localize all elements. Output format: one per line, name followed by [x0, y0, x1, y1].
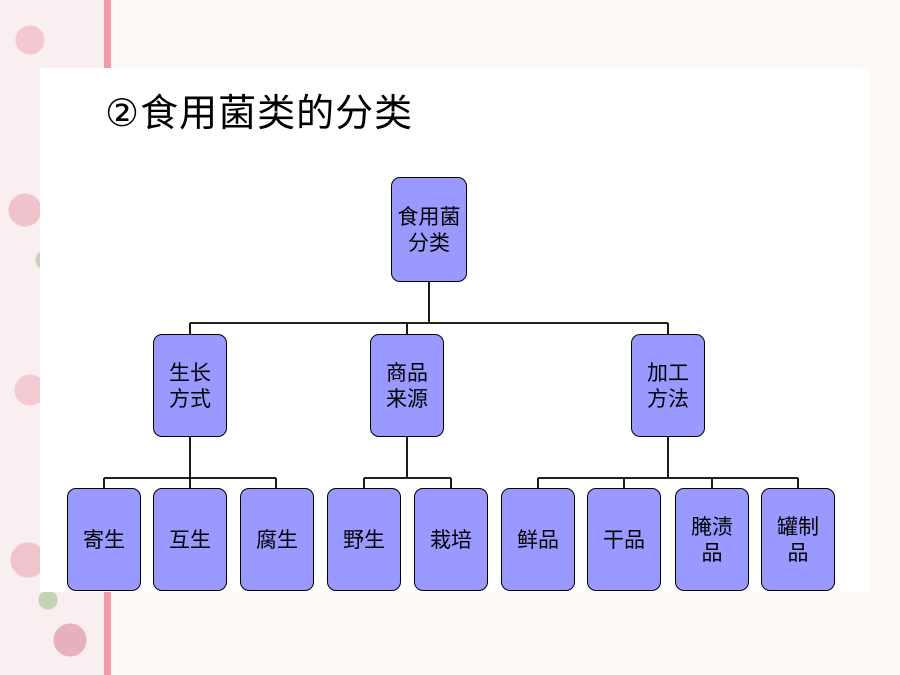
leaf-node: 栽培 [414, 488, 488, 591]
leaf-node: 鲜品 [501, 488, 575, 591]
root-node: 食用菌 分类 [391, 177, 467, 282]
category-node-processing-method: 加工 方法 [631, 334, 705, 437]
leaf-node: 互生 [153, 488, 227, 591]
leaf-node: 腌渍 品 [675, 488, 749, 591]
leaf-node: 罐制 品 [761, 488, 835, 591]
slide-title: ②食用菌类的分类 [105, 91, 414, 135]
leaf-node: 干品 [587, 488, 661, 591]
leaf-node: 腐生 [240, 488, 314, 591]
leaf-node: 寄生 [67, 488, 141, 591]
category-node-commodity-source: 商品 来源 [370, 334, 444, 437]
leaf-node: 野生 [327, 488, 401, 591]
category-node-growth-mode: 生长 方式 [153, 334, 227, 437]
